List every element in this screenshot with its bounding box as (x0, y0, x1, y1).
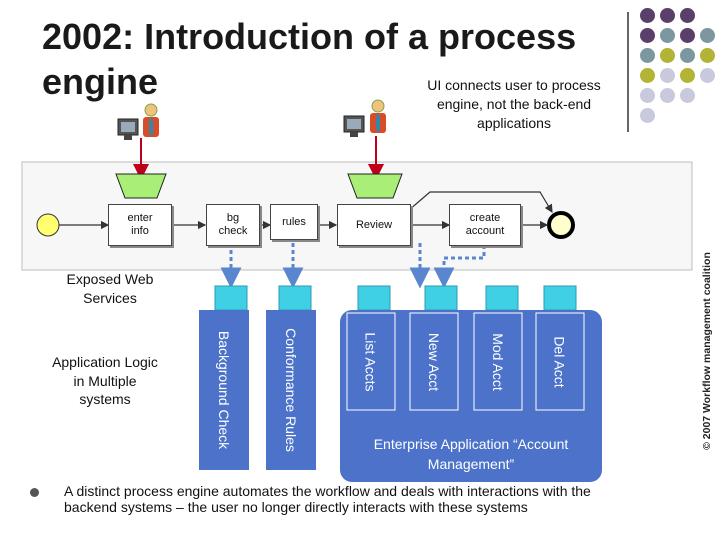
system-label-new-acct: New Acct (426, 332, 443, 391)
system-box (535, 312, 585, 411)
ui-funnel (115, 173, 167, 199)
web-service-tab (424, 285, 458, 311)
page-title: 2002: Introduction of a process engine (42, 16, 577, 102)
web-service-tab (543, 285, 577, 311)
system-box (409, 312, 459, 411)
user-computer-icon (343, 99, 386, 137)
flow-arrow (408, 191, 553, 214)
system-label-background-check: Background Check (216, 330, 233, 450)
system-label-conformance-rules: Conformance Rules (283, 328, 300, 452)
system-label-list-accts: List Accts (363, 331, 380, 392)
web-services-label: Exposed Web Services (66, 271, 154, 306)
app-logic-label: Application Logic in Multiple systems (52, 354, 158, 407)
divider-line (627, 12, 629, 132)
web-service-tab (485, 285, 519, 311)
step-bg-check: bg check (206, 204, 260, 246)
web-service-tab (357, 285, 391, 311)
end-event (547, 211, 575, 239)
enterprise-app-label: Enterprise Application “Account Manageme… (373, 436, 569, 472)
service-link (433, 245, 486, 289)
system-label-mod-acct: Mod Acct (490, 332, 506, 391)
decorative-dot-grid (640, 8, 720, 123)
callout-note: UI connects user to process engine, not … (427, 77, 601, 131)
system-box (473, 312, 523, 411)
bullet-text: A distinct process engine automates the … (64, 483, 591, 515)
system-box (346, 312, 396, 411)
system-label-del-acct: Del Acct (552, 335, 569, 388)
web-service-tab (214, 285, 248, 311)
user-computer-icon (117, 103, 159, 140)
ui-funnel (347, 173, 403, 199)
bullet-icon (30, 488, 39, 497)
system-box (266, 310, 316, 470)
system-box (199, 310, 249, 470)
step-review: Review (337, 204, 411, 246)
step-enter-info: enter info (108, 204, 172, 246)
step-create-account: create account (449, 204, 521, 246)
web-service-tab (278, 285, 312, 311)
step-rules: rules (270, 204, 318, 240)
start-event (36, 213, 60, 237)
